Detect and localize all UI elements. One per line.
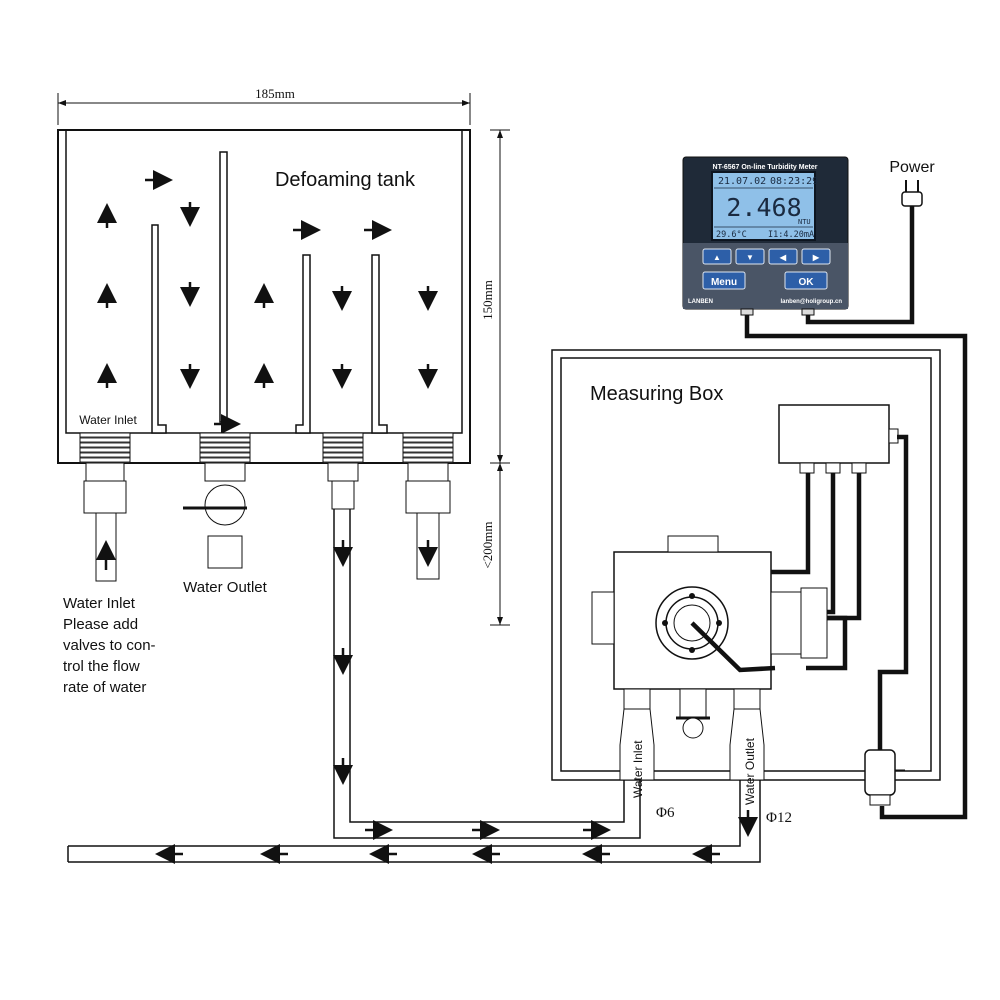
- power-plug: Power: [889, 159, 935, 207]
- pipe-drain: [67, 780, 761, 863]
- signal-cables: [690, 205, 968, 820]
- ok-button-label: OK: [799, 277, 815, 288]
- tank-title: Defoaming tank: [275, 169, 416, 191]
- ok-button[interactable]: [784, 271, 828, 290]
- defoaming-tank: Defoaming tank Water Inlet: [57, 129, 471, 464]
- fitting-inlet: [79, 432, 131, 582]
- measuring-box: Measuring Box Water Inlet Water Outlet Φ…: [551, 349, 941, 826]
- tank-flow-arrows: [97, 170, 438, 434]
- meter-model: NT-6567 On-line Turbidity Meter: [713, 164, 818, 171]
- fitting-outlet-valve: Water Outlet: [183, 432, 268, 596]
- meter-unit: NTU: [798, 218, 811, 226]
- pipe-outlet-label: Water Outlet: [743, 737, 757, 805]
- meter-brand: LANBEN: [688, 299, 713, 305]
- meter-email: lanben@holigroup.cn: [780, 299, 842, 305]
- meter-lcd: [711, 171, 816, 241]
- meter-reading: 2.468: [726, 193, 801, 222]
- dimension-width: 185mm: [57, 86, 471, 125]
- power-label: Power: [889, 159, 935, 176]
- turbidity-meter: NT-6567 On-line Turbidity Meter 21.07.02…: [682, 156, 849, 316]
- height-bottom-label: <200mm: [480, 521, 495, 568]
- down-button-label: ▼: [746, 253, 754, 262]
- inlet-note-line-2: Please add: [63, 616, 138, 633]
- up-button-label: ▲: [713, 253, 721, 262]
- inlet-note-line-1: Water Inlet: [63, 595, 136, 612]
- right-button[interactable]: [801, 248, 831, 265]
- measuring-box-title: Measuring Box: [590, 383, 723, 405]
- width-label: 185mm: [255, 86, 295, 101]
- left-button-label: ◀: [779, 253, 787, 262]
- menu-button[interactable]: [702, 271, 746, 290]
- fitting-drain: [322, 432, 364, 510]
- water-inlet-small-label: Water Inlet: [79, 413, 137, 427]
- inlet-note: Water Inlet Please add valves to con- tr…: [63, 595, 156, 696]
- left-button[interactable]: [768, 248, 798, 265]
- cable-connector: [864, 749, 905, 806]
- water-outlet-label: Water Outlet: [183, 579, 267, 596]
- inlet-note-line-5: rate of water: [63, 679, 146, 696]
- inlet-note-line-3: valves to con-: [63, 637, 156, 654]
- inlet-note-line-4: trol the flow: [63, 658, 140, 675]
- meter-time: 08:23:29: [770, 176, 818, 187]
- up-button[interactable]: [702, 248, 732, 265]
- phi12-label: Φ12: [766, 810, 792, 826]
- down-button[interactable]: [735, 248, 765, 265]
- meter-temperature: 29.6°C: [716, 230, 747, 240]
- meter-current: I1:4.20mA: [768, 230, 814, 240]
- dimension-height: 150mm <200mm: [480, 129, 510, 626]
- height-top-label: 150mm: [480, 280, 495, 320]
- right-button-label: ▶: [812, 253, 820, 262]
- menu-button-label: Menu: [711, 277, 737, 288]
- meter-date: 21.07.02: [718, 176, 766, 187]
- phi6-label: Φ6: [656, 805, 675, 821]
- pipe-inlet-label: Water Inlet: [631, 740, 645, 798]
- fitting-overflow: [402, 432, 454, 580]
